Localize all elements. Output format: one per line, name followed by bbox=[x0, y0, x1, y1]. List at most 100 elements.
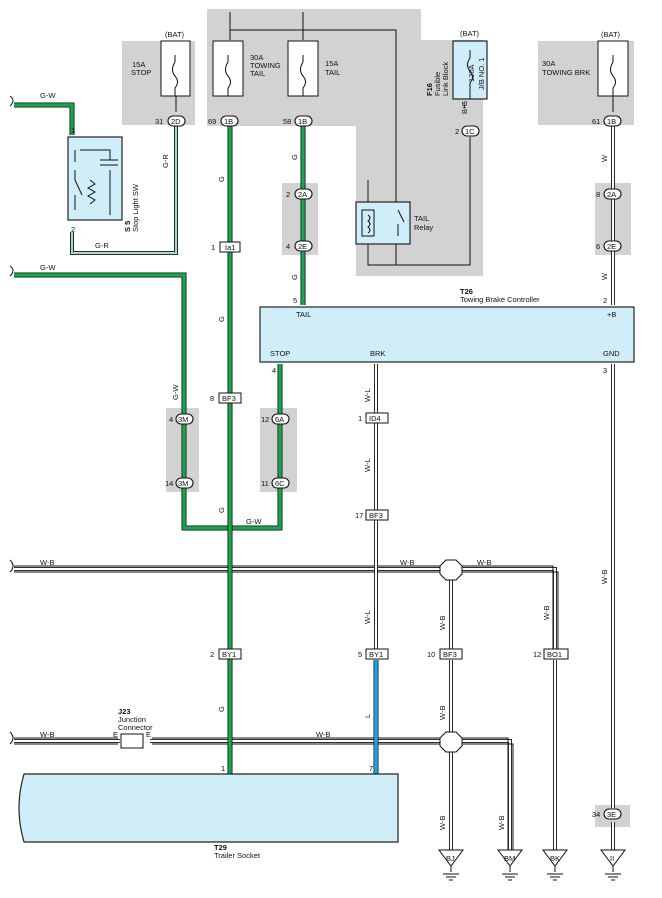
wire-labels: G-W G-W G-R G-R G G G G G G W W W-L W-L … bbox=[40, 91, 609, 830]
svg-text:2: 2 bbox=[286, 190, 290, 199]
svg-text:Junction: Junction bbox=[118, 715, 146, 724]
connector-by1-5: BY1 5 bbox=[358, 648, 389, 660]
fuse-30a-towing-tail: 30A TOWING TAIL bbox=[212, 40, 281, 97]
svg-text:W-B: W-B bbox=[400, 558, 414, 567]
svg-text:5: 5 bbox=[293, 296, 297, 305]
bat-label: (BAT) bbox=[460, 29, 480, 38]
svg-text:BF3: BF3 bbox=[369, 511, 383, 520]
svg-text:2D: 2D bbox=[171, 117, 181, 126]
svg-text:E: E bbox=[146, 730, 151, 739]
fusible-link-code: F16 bbox=[425, 83, 434, 96]
stop-light-switch: 1 2 S 5 Stop Light SW bbox=[67, 126, 140, 234]
svg-text:STOP: STOP bbox=[270, 349, 290, 358]
pin-1b-61: 1B 61 bbox=[592, 115, 622, 127]
fuse-rating: 30A bbox=[542, 59, 555, 68]
svg-text:1C: 1C bbox=[465, 127, 475, 136]
pin-label: 1 bbox=[462, 101, 466, 110]
controller-code: T26 bbox=[460, 287, 473, 296]
svg-text:W-B: W-B bbox=[316, 730, 330, 739]
svg-text:31: 31 bbox=[155, 117, 163, 126]
connector-bo1: BO1 12 bbox=[533, 648, 569, 660]
svg-text:Ia1: Ia1 bbox=[225, 243, 235, 252]
svg-text:+B: +B bbox=[607, 310, 616, 319]
fuse-rating: 15A bbox=[132, 60, 145, 69]
svg-text:8: 8 bbox=[596, 190, 600, 199]
svg-text:G-W: G-W bbox=[40, 91, 56, 100]
svg-text:TAIL: TAIL bbox=[250, 69, 265, 78]
svg-text:4: 4 bbox=[272, 366, 276, 375]
svg-text:10: 10 bbox=[427, 650, 435, 659]
svg-text:Relay: Relay bbox=[414, 223, 433, 232]
pin-1b-69: 1B 69 bbox=[208, 115, 239, 127]
svg-text:W: W bbox=[600, 154, 609, 162]
trailer-socket: T29 Trailer Socket 1 7 bbox=[18, 764, 399, 860]
connector-ia1: Ia1 1 bbox=[211, 241, 241, 253]
svg-text:TOWING: TOWING bbox=[250, 61, 281, 70]
fuse-name: STOP bbox=[131, 68, 151, 77]
svg-text:58: 58 bbox=[283, 117, 291, 126]
connector-bf3-8: BF3 8 bbox=[210, 392, 242, 404]
svg-text:W-B: W-B bbox=[542, 606, 551, 620]
svg-text:3: 3 bbox=[603, 366, 607, 375]
svg-text:2E: 2E bbox=[607, 242, 616, 251]
pin-2d: 2D 31 bbox=[155, 115, 186, 127]
svg-text:BK: BK bbox=[550, 854, 560, 863]
fuse-15a-stop: (BAT) 15A STOP bbox=[131, 30, 191, 112]
svg-text:2: 2 bbox=[71, 225, 75, 234]
tail-relay: TAIL Relay bbox=[355, 201, 433, 245]
svg-text:BY1: BY1 bbox=[369, 650, 383, 659]
pin-1c: 1C 2 bbox=[455, 125, 480, 137]
svg-text:6A: 6A bbox=[275, 415, 284, 424]
connector-id4: ID4 1 bbox=[358, 412, 389, 424]
connector-2a-tail: 2A 2 bbox=[286, 188, 313, 200]
svg-text:8: 8 bbox=[210, 394, 214, 403]
svg-text:2: 2 bbox=[210, 650, 214, 659]
svg-text:G: G bbox=[217, 706, 226, 712]
svg-text:4: 4 bbox=[286, 242, 290, 251]
connector-2e-tail: 2E 4 bbox=[286, 240, 313, 252]
svg-text:1B: 1B bbox=[224, 117, 233, 126]
svg-text:Link Block: Link Block bbox=[441, 62, 450, 96]
svg-text:T29: T29 bbox=[214, 843, 227, 852]
svg-text:W-L: W-L bbox=[363, 458, 372, 472]
svg-text:G-W: G-W bbox=[40, 263, 56, 272]
svg-text:II: II bbox=[610, 854, 614, 863]
svg-text:34: 34 bbox=[592, 810, 600, 819]
connector-3m-4: 3M 4 bbox=[169, 413, 194, 425]
controller-name: Towing Brake Controller bbox=[460, 295, 540, 304]
wire-label: B-G bbox=[460, 101, 469, 115]
svg-text:2E: 2E bbox=[298, 242, 307, 251]
svg-text:2A: 2A bbox=[607, 190, 616, 199]
svg-text:1: 1 bbox=[211, 243, 215, 252]
svg-text:W-L: W-L bbox=[363, 388, 372, 402]
svg-text:G: G bbox=[290, 154, 299, 160]
fuse-30a-towing-brk: (BAT) 30A TOWING BRK bbox=[542, 30, 629, 112]
svg-text:BY1: BY1 bbox=[222, 650, 236, 659]
svg-text:69: 69 bbox=[208, 117, 216, 126]
svg-text:6: 6 bbox=[596, 242, 600, 251]
svg-text:1: 1 bbox=[71, 126, 75, 135]
ground-bk: BK bbox=[542, 849, 568, 881]
svg-text:TAIL: TAIL bbox=[296, 310, 311, 319]
svg-text:2: 2 bbox=[603, 296, 607, 305]
svg-text:14: 14 bbox=[165, 479, 173, 488]
svg-text:BF3: BF3 bbox=[222, 394, 236, 403]
svg-text:TAIL: TAIL bbox=[414, 214, 429, 223]
svg-text:1B: 1B bbox=[298, 117, 307, 126]
connector-2a-brk: 2A 8 bbox=[596, 188, 622, 200]
pin-1b-58: 1B 58 bbox=[283, 115, 313, 127]
svg-text:3M: 3M bbox=[178, 479, 188, 488]
svg-text:J/B NO. 1: J/B NO. 1 bbox=[477, 57, 486, 90]
svg-text:W-L: W-L bbox=[363, 610, 372, 624]
towing-brake-controller: T26 Towing Brake Controller TAIL 5 +B 2 … bbox=[259, 287, 635, 375]
svg-text:11: 11 bbox=[261, 479, 269, 488]
svg-text:3E: 3E bbox=[607, 810, 616, 819]
relay-panel bbox=[356, 126, 483, 276]
svg-text:W: W bbox=[600, 272, 609, 280]
svg-text:12: 12 bbox=[533, 650, 541, 659]
svg-text:Trailer Socket: Trailer Socket bbox=[214, 851, 261, 860]
svg-text:3M: 3M bbox=[178, 415, 188, 424]
svg-text:1: 1 bbox=[358, 414, 362, 423]
fuse-120a: (BAT) 120A J/B NO. 1 F16 Fusible Link Bl… bbox=[425, 29, 488, 115]
connector-2e-brk: 2E 6 bbox=[596, 240, 622, 252]
